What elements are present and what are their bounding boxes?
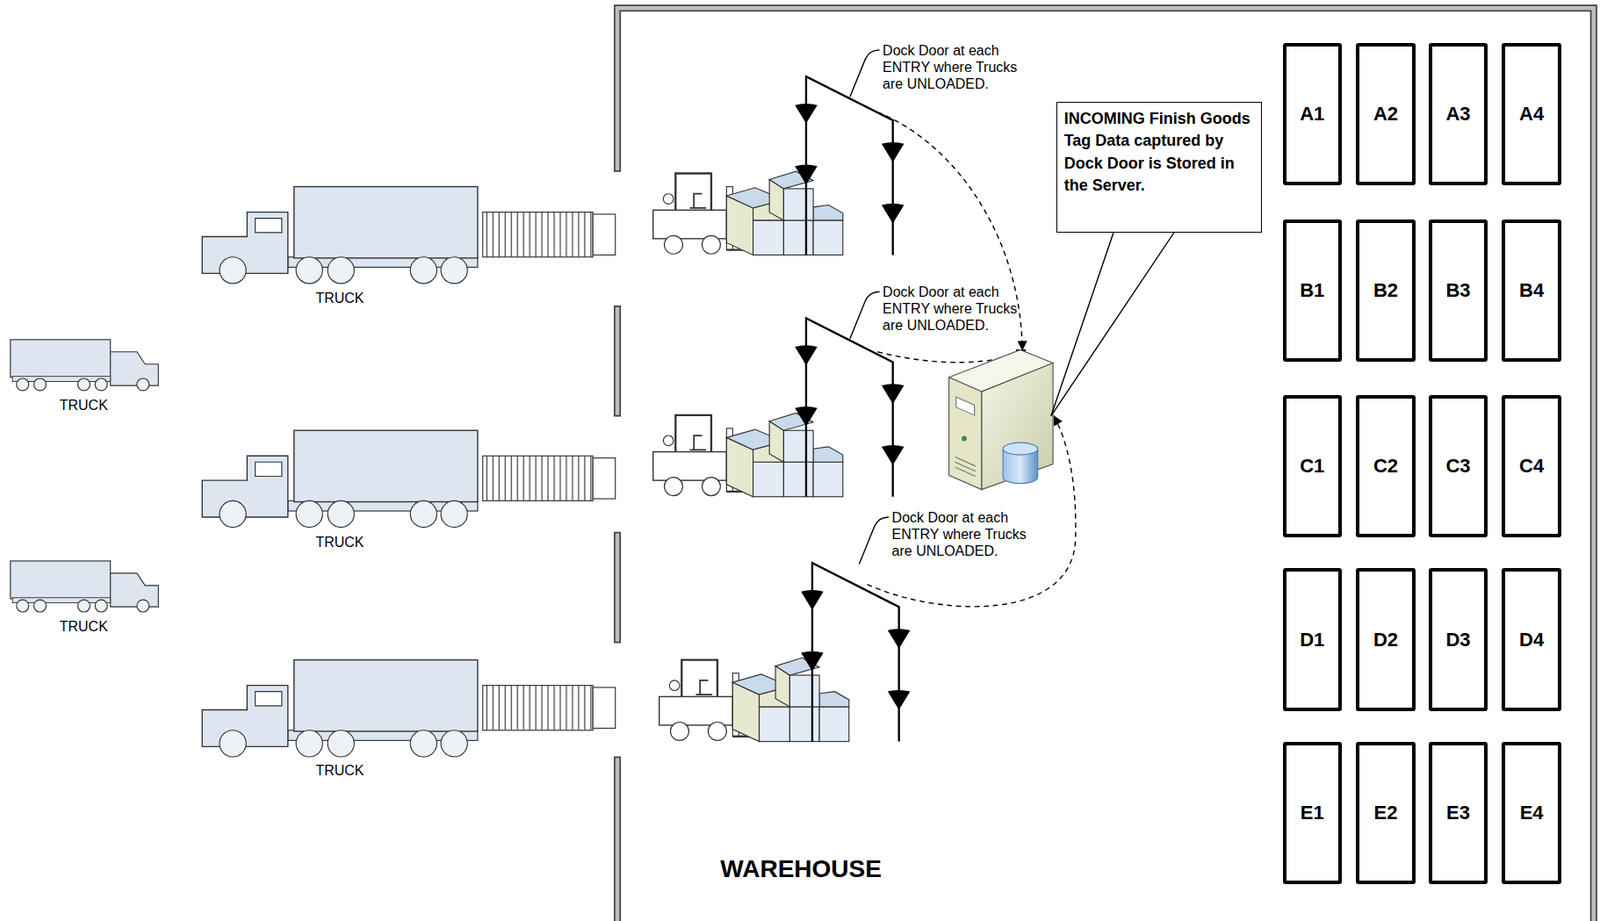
truck-label: TRUCK (59, 619, 109, 635)
callout-text: INCOMING Finish Goods Tag Data captured … (1064, 108, 1255, 197)
truck-label: TRUCK (315, 763, 364, 779)
storage-bin: C2 (1355, 395, 1415, 539)
illustration-part (617, 7, 1594, 921)
storage-bin: B1 (1282, 219, 1342, 363)
illustration-part (1002, 442, 1038, 455)
dock-doors (653, 76, 911, 742)
storage-bin: D4 (1501, 568, 1561, 712)
bin-label: B3 (1445, 279, 1471, 303)
storage-bin: D1 (1282, 568, 1342, 712)
illustration-part (858, 517, 889, 564)
dock-door (659, 562, 911, 742)
small-truck (10, 339, 159, 391)
storage-bin: C4 (1501, 395, 1561, 539)
storage-bin: B4 (1501, 219, 1561, 363)
illustration-part (850, 291, 880, 339)
bin-label: E1 (1300, 801, 1325, 825)
truck-label: TRUCK (315, 290, 364, 307)
storage-bin: A1 (1282, 43, 1342, 187)
dock-door (653, 317, 905, 497)
illustration-part (961, 436, 967, 442)
truck (201, 660, 615, 757)
bin-label: A2 (1373, 102, 1399, 126)
server (949, 349, 1053, 490)
storage-bin: E2 (1355, 742, 1415, 886)
bin-label: D3 (1445, 628, 1471, 652)
bin-label: B1 (1299, 279, 1325, 303)
bin-label: B4 (1519, 279, 1544, 303)
bin-label: D4 (1519, 628, 1544, 652)
warehouse-title: WAREHOUSE (720, 855, 882, 884)
data-flow-arrows (867, 112, 1076, 607)
trucks (10, 187, 616, 757)
bin-label: B2 (1373, 279, 1399, 303)
bin-label: D1 (1299, 628, 1325, 652)
illustration-part (955, 456, 976, 476)
bin-label: E3 (1446, 801, 1471, 825)
truck-label: TRUCK (315, 534, 364, 551)
dock-door (653, 76, 905, 255)
warehouse-wall (617, 7, 1594, 921)
bin-label: E4 (1520, 801, 1544, 825)
dock-door-note: Dock Door at each ENTRY where Trucks are… (892, 509, 1038, 561)
bin-label: A4 (1519, 102, 1544, 126)
storage-bin: C3 (1428, 395, 1488, 539)
illustration-part (949, 377, 982, 491)
storage-bin: C1 (1282, 395, 1342, 539)
storage-bin: E1 (1282, 742, 1342, 886)
storage-bin: E3 (1428, 742, 1488, 886)
truck (201, 187, 615, 284)
callout-pointer (1051, 230, 1176, 417)
storage-bin: A4 (1501, 43, 1561, 187)
storage-bin: A3 (1428, 43, 1488, 187)
storage-bin: D3 (1428, 568, 1488, 712)
bin-label: A3 (1445, 102, 1471, 126)
callout-box: INCOMING Finish Goods Tag Data captured … (1056, 101, 1263, 233)
illustration-part (981, 363, 1053, 491)
bin-label: C4 (1519, 454, 1544, 478)
storage-bin: E4 (1501, 742, 1561, 886)
storage-bin: B2 (1355, 219, 1415, 363)
bin-label: D2 (1373, 628, 1399, 652)
truck (201, 430, 615, 527)
storage-bin: D2 (1355, 568, 1415, 712)
dock-door-note: Dock Door at each ENTRY where Trucks are… (882, 42, 1028, 94)
dock-door-note: Dock Door at each ENTRY where Trucks are… (882, 283, 1028, 335)
bin-label: C3 (1445, 454, 1471, 478)
truck-label: TRUCK (59, 397, 109, 414)
bin-label: C2 (1373, 454, 1399, 478)
illustration-part (617, 7, 1594, 921)
bin-label: C1 (1299, 454, 1325, 478)
storage-bin: B3 (1428, 219, 1488, 363)
illustration-part (956, 396, 975, 416)
illustration-part (850, 50, 880, 97)
bin-label: A1 (1299, 102, 1325, 126)
storage-bin: A2 (1355, 43, 1415, 187)
bin-label: E2 (1374, 801, 1399, 825)
small-truck (10, 561, 159, 613)
